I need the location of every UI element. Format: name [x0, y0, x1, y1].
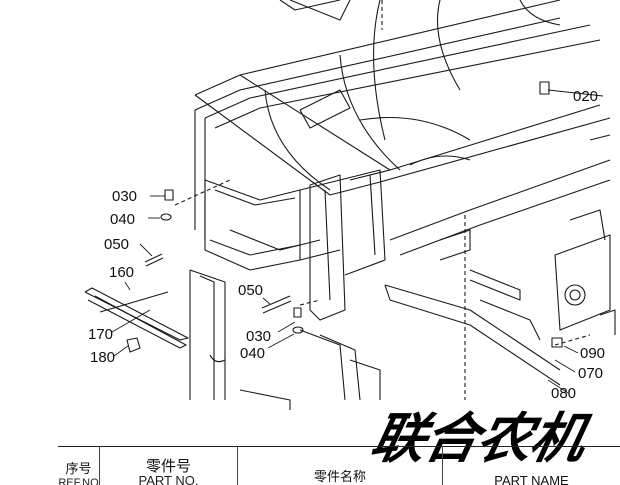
rods — [84, 287, 189, 349]
threshing-drum — [264, 0, 561, 191]
callout-030-top: 030 — [112, 188, 137, 205]
callout-080: 080 — [551, 385, 576, 402]
callout-040-mid: 040 — [240, 345, 265, 362]
header-ref-no-cn: 序号 — [65, 461, 92, 476]
guide-lines — [174, 0, 591, 346]
header-part-name-cn: 零件名称 — [238, 447, 443, 485]
header-part-no: 零件号 PART NO. — [100, 447, 238, 485]
callout-030-mid: 030 — [246, 328, 271, 345]
header-part-name-cn-text: 零件名称 — [313, 469, 366, 484]
callout-020: 020 — [573, 88, 598, 105]
callout-040-top: 040 — [110, 211, 135, 228]
callout-050-left: 050 — [104, 236, 129, 253]
header-part-name-en: PART NAME — [443, 447, 620, 485]
callout-180: 180 — [90, 349, 115, 366]
parts-exploded-diagram: 020 030 040 050 160 170 180 050 030 040 … — [84, 0, 616, 410]
header-part-no-en: PART NO. — [138, 473, 199, 485]
leader-lines — [111, 89, 604, 394]
right-structure — [384, 134, 616, 400]
lower-stand — [189, 269, 381, 410]
header-part-no-cn: 零件号 — [145, 458, 191, 475]
header-ref-no-en: REF.NO — [58, 477, 99, 485]
callout-090: 090 — [580, 345, 605, 362]
callout-160: 160 — [109, 264, 134, 281]
header-ref-no: 序号 REF.NO — [58, 447, 100, 485]
fasteners — [126, 81, 563, 353]
callout-050-mid: 050 — [238, 282, 263, 299]
upper-frame — [194, 0, 611, 240]
parts-table-header: 序号 REF.NO 零件号 PART NO. 零件名称 PART NAME — [58, 446, 620, 485]
callout-070: 070 — [578, 365, 603, 382]
side-panel — [204, 169, 386, 321]
header-part-name-en-text: PART NAME — [494, 473, 569, 485]
callout-170: 170 — [88, 326, 113, 343]
